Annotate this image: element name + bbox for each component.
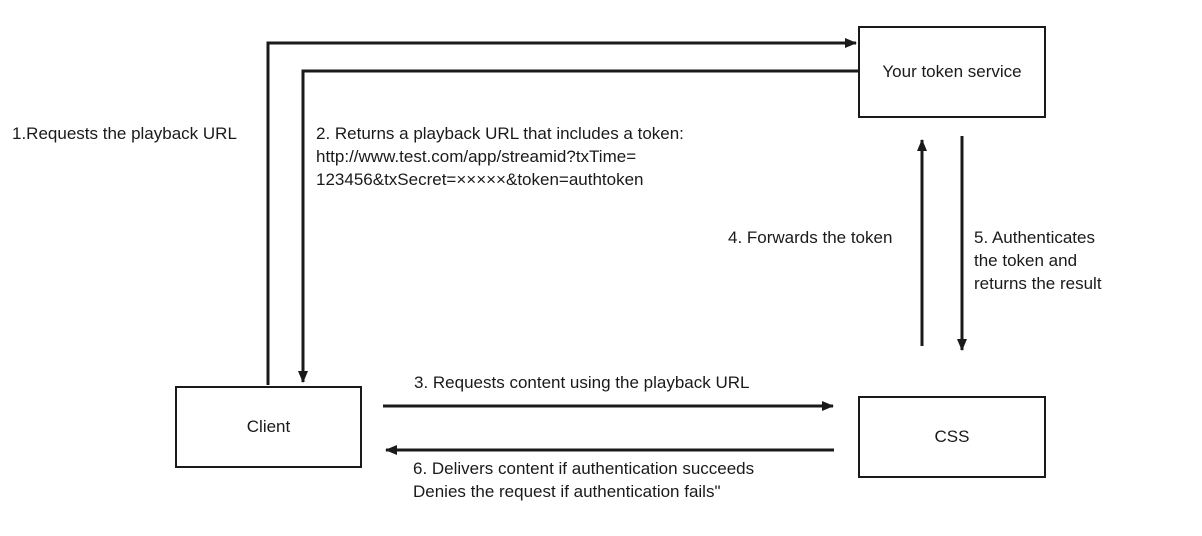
step3-label: 3. Requests content using the playback U…: [414, 373, 750, 392]
token-service-node: Your token service: [858, 26, 1046, 118]
client-node: Client: [175, 386, 362, 468]
step2-label: 2. Returns a playback URL that includes …: [316, 124, 684, 189]
step1-label: 1.Requests the playback URL: [12, 124, 237, 143]
css-node: CSS: [858, 396, 1046, 478]
step6-label: 6. Delivers content if authentication su…: [413, 459, 755, 501]
step5-label: 5. Authenticates the token and returns t…: [974, 228, 1102, 293]
arrow-step1: [266, 38, 857, 385]
arrow-step2: [298, 69, 858, 383]
step4-label: 4. Forwards the token: [728, 228, 893, 247]
